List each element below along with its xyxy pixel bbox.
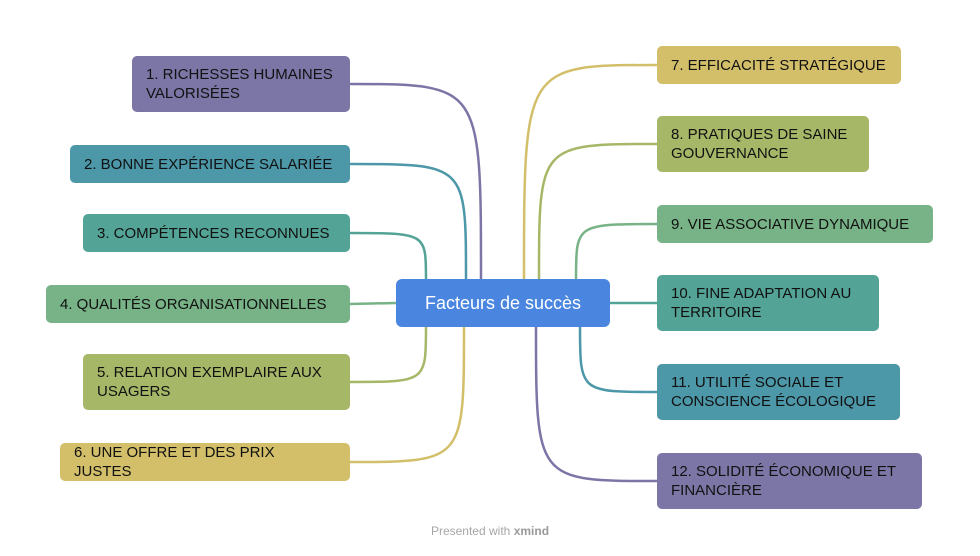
topic-label: 3. COMPÉTENCES RECONNUES <box>97 224 330 242</box>
connector-3 <box>349 231 428 280</box>
topic-label: 10. FINE ADAPTATION AU TERRITOIRE <box>671 285 852 321</box>
footer-prefix: Presented with <box>430 524 511 538</box>
connector-2 <box>349 162 468 280</box>
connector-8 <box>537 142 658 280</box>
topic-label: 4. QUALITÉS ORGANISATIONNELLES <box>60 295 327 313</box>
topic-label: 7. EFFICACITÉ STRATÉGIQUE <box>671 56 886 74</box>
topic-node-5[interactable]: 5. RELATION EXEMPLAIRE AUX USAGERS <box>83 354 350 410</box>
xmind-logo: xmind <box>513 524 550 538</box>
topic-label: 8. PRATIQUES DE SAINE GOUVERNANCE <box>671 126 848 162</box>
topic-node-1[interactable]: 1. RICHESSES HUMAINES VALORISÉES <box>132 56 350 112</box>
topic-node-12[interactable]: 12. SOLIDITÉ ÉCONOMIQUE ET FINANCIÈRE <box>657 453 922 509</box>
topic-node-8[interactable]: 8. PRATIQUES DE SAINE GOUVERNANCE <box>657 116 869 172</box>
topic-label: 2. BONNE EXPÉRIENCE SALARIÉE <box>84 155 333 173</box>
topic-node-3[interactable]: 3. COMPÉTENCES RECONNUES <box>83 214 350 252</box>
topic-label: 12. SOLIDITÉ ÉCONOMIQUE ET FINANCIÈRE <box>671 463 896 499</box>
topic-node-10[interactable]: 10. FINE ADAPTATION AU TERRITOIRE <box>657 275 879 331</box>
topic-label: 5. RELATION EXEMPLAIRE AUX USAGERS <box>97 364 322 400</box>
topic-node-7[interactable]: 7. EFFICACITÉ STRATÉGIQUE <box>657 46 901 84</box>
topic-node-2[interactable]: 2. BONNE EXPÉRIENCE SALARIÉE <box>70 145 350 183</box>
topic-label: 11. UTILITÉ SOCIALE ET CONSCIENCE ÉCOLOG… <box>671 374 877 410</box>
topic-node-9[interactable]: 9. VIE ASSOCIATIVE DYNAMIQUE <box>657 205 933 243</box>
footer-credit: Presented with xmind <box>0 524 980 538</box>
topic-label: 6. UNE OFFRE ET DES PRIX JUSTES <box>74 444 275 480</box>
connector-5 <box>349 326 428 384</box>
connector-1 <box>349 82 483 280</box>
topic-node-4[interactable]: 4. QUALITÉS ORGANISATIONNELLES <box>46 285 350 323</box>
connector-12 <box>534 326 658 483</box>
topic-label: 9. VIE ASSOCIATIVE DYNAMIQUE <box>671 215 910 233</box>
connector-6 <box>349 326 466 464</box>
central-topic[interactable]: Facteurs de succès <box>396 279 610 327</box>
central-topic-label: Facteurs de succès <box>424 292 582 313</box>
connector-9 <box>574 222 658 280</box>
connector-4 <box>349 301 397 306</box>
topic-label: 1. RICHESSES HUMAINES VALORISÉES <box>146 66 333 102</box>
connector-11 <box>578 326 658 394</box>
connector-7 <box>522 63 658 280</box>
topic-node-11[interactable]: 11. UTILITÉ SOCIALE ET CONSCIENCE ÉCOLOG… <box>657 364 900 420</box>
topic-node-6[interactable]: 6. UNE OFFRE ET DES PRIX JUSTES <box>60 443 350 481</box>
